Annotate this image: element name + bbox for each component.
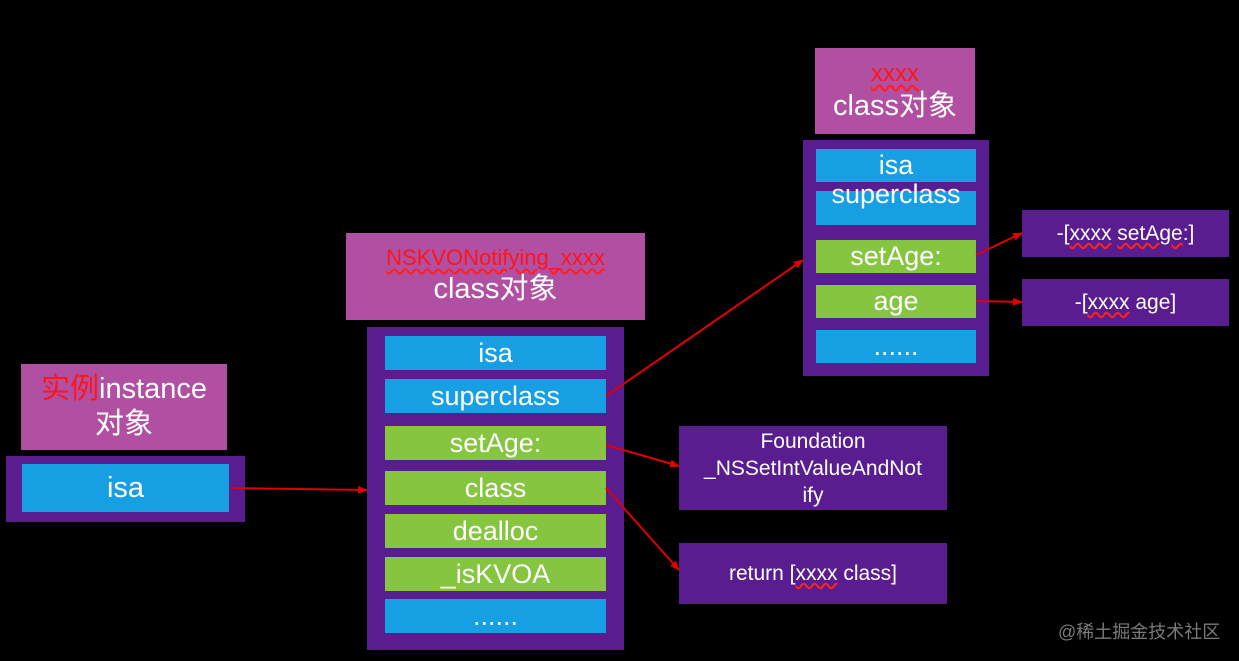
foundation-impl-line3: ify (802, 483, 824, 507)
xxxx-slot-superclass: superclass (816, 179, 976, 225)
nskvo-slot-class: class (385, 471, 606, 505)
nskvo-slot-more: ...... (385, 599, 606, 633)
nskvo-slot-iskvoa: _isKVOA (385, 557, 606, 591)
nskvo-slot-isa: isa (385, 336, 606, 370)
age-impl-prefix: -[ (1074, 290, 1088, 314)
nskvo-class-name: NSKVONotifying_xxxx (346, 245, 645, 271)
foundation-impl-box: Foundation _NSSetIntValueAndNot ify (679, 426, 947, 510)
return-impl-prefix: return [ (728, 561, 796, 585)
watermark: @稀土掘金技术社区 (1058, 622, 1221, 642)
nskvo-slot-dealloc: dealloc (385, 514, 606, 548)
instance-isa-slot: isa (22, 464, 229, 512)
nskvo-slot-superclass: superclass (385, 379, 606, 413)
xxxx-slot-superclass-label: superclass (831, 179, 961, 209)
setage-impl-prefix: -[ (1056, 221, 1070, 245)
xxxx-class-subtitle: class对象 (832, 90, 958, 122)
foundation-impl-line1: Foundation (760, 429, 866, 453)
xxxx-class-name: xxxx (815, 60, 975, 88)
return-impl-xxxx: xxxx (795, 561, 838, 585)
foundation-impl-line2: _NSSetIntValueAndNot (704, 456, 922, 480)
arrow-xxxx-setage-to-impl (975, 232, 1023, 256)
arrow-setage-to-foundation (605, 444, 680, 468)
xxxx-slot-isa: isa (816, 149, 976, 182)
xxxx-class-header: xxxx class对象 (815, 48, 975, 134)
setage-impl-word: setAge (1117, 221, 1183, 245)
nskvo-slot-setage: setAge: (385, 426, 606, 460)
arrow-instance-isa-to-nskvo (230, 485, 368, 494)
xxxx-slot-age: age (816, 285, 976, 318)
nskvo-class-name-text: NSKVONotifying_xxxx (386, 245, 605, 270)
xxxx-class-name-text: xxxx (871, 60, 919, 87)
arrow-nskvo-superclass-to-xxxx (605, 259, 804, 397)
xxxx-slot-setage: setAge: (816, 240, 976, 273)
setage-impl-suffix: :] (1182, 221, 1195, 245)
arrow-xxxx-age-to-impl (975, 297, 1023, 306)
return-class-impl-box: return [xxxx class] (679, 543, 947, 604)
xxxx-slot-more: ...... (816, 330, 976, 363)
instance-title-text: instance (99, 373, 208, 405)
instance-title-highlight: 实例 (40, 373, 99, 405)
instance-object-title: 实例instance (21, 372, 227, 407)
instance-object-header: 实例instance 对象 (21, 364, 227, 450)
instance-object-subtitle: 对象 (94, 408, 153, 440)
setage-impl-xxxx: xxxx (1069, 221, 1112, 245)
age-impl-xxxx: xxxx (1087, 290, 1130, 314)
nskvo-class-subtitle: class对象 (433, 273, 558, 305)
age-impl-suffix: age] (1129, 290, 1177, 314)
setage-impl-box: -[xxxx setAge:] (1022, 210, 1229, 257)
nskvo-class-header: NSKVONotifying_xxxx class对象 (346, 233, 645, 320)
arrow-class-to-return (605, 487, 680, 571)
return-impl-suffix: class] (837, 561, 898, 585)
age-impl-box: -[xxxx age] (1022, 279, 1229, 326)
